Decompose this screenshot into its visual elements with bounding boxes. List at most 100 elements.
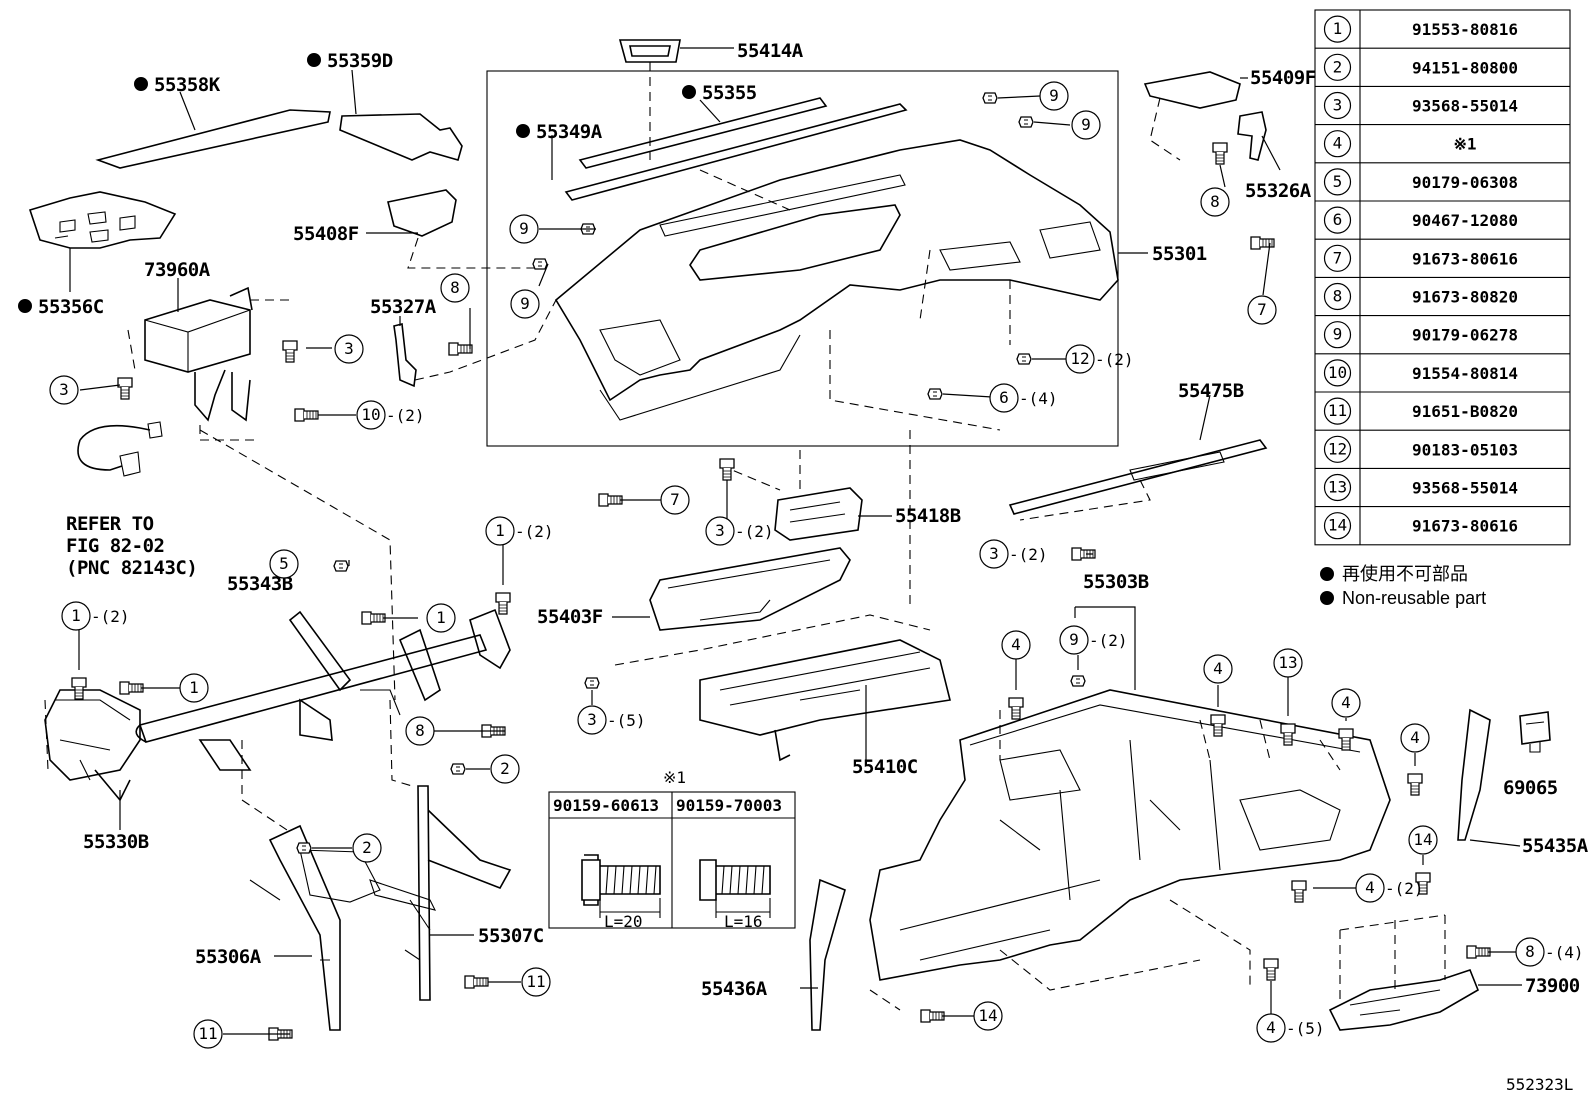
callout-4: 4-(5) <box>1256 1013 1325 1043</box>
callout-4: 4 <box>1400 723 1430 753</box>
callout-9: 9 <box>509 214 539 244</box>
legend-note-jp: 再使用不可部品 <box>1342 564 1468 584</box>
callout-8: 8 <box>440 273 470 303</box>
legend-number-circle <box>1323 244 1352 272</box>
bolt-a-length: L=20 <box>604 912 643 931</box>
callout-number: 3 <box>59 380 69 399</box>
refer-line-3: (PNC 82143C) <box>66 557 197 579</box>
callout-number: 5 <box>279 554 289 573</box>
part-73960A-airbag <box>127 278 290 441</box>
callout-5: 5 <box>269 549 299 579</box>
note-1-box: ※1 90159-60613 90159-70003 L=20 L=16 <box>548 768 796 931</box>
upper-panel-group-frame <box>486 70 1119 447</box>
legend-number-circle <box>1323 282 1352 311</box>
callout-11: 11 <box>521 967 551 997</box>
callout-4: 4 <box>1001 630 1031 660</box>
legend-number: 9 <box>1333 325 1343 344</box>
label-55355: 55355 <box>702 82 757 104</box>
legend-number-circle <box>1323 359 1352 387</box>
label-55359D: 55359D <box>327 50 393 72</box>
callout-number: 7 <box>1257 300 1267 319</box>
callout-number: 3 <box>989 544 999 563</box>
callout-leaders <box>78 95 1516 1035</box>
callout-6: 6-(4) <box>989 383 1058 413</box>
non-reusable-legend: 再使用不可部品 Non-reusable part <box>1320 564 1486 608</box>
figure-id: 552323L <box>1506 1075 1573 1094</box>
legend-number: 12 <box>1328 439 1347 458</box>
legend-number: 1 <box>1333 19 1343 38</box>
label-55303B: 55303B <box>1083 571 1149 593</box>
part-55418B-cluster <box>719 450 892 541</box>
legend-number: 2 <box>1333 57 1343 76</box>
label-73960A: 73960A <box>144 259 211 281</box>
legend-number: 10 <box>1328 363 1347 382</box>
legend-part-number: 93568-55014 <box>1412 97 1518 116</box>
callout-number: 3 <box>587 710 597 729</box>
label-55326A: 55326A <box>1245 180 1312 202</box>
callout-number: 10 <box>361 405 380 424</box>
bolt-a-part: 90159-60613 <box>553 796 659 815</box>
callout-number: 14 <box>978 1006 997 1025</box>
legend-number-circle <box>1323 130 1352 158</box>
part-55326A <box>1237 111 1281 171</box>
callout-number: 9 <box>1081 115 1091 134</box>
part-wire-harness <box>77 421 163 477</box>
legend-number-circle <box>1323 168 1352 196</box>
callout-quantity: -(5) <box>607 711 646 730</box>
callout-number: 11 <box>198 1024 217 1043</box>
callout-8: 8 <box>405 716 435 746</box>
callout-number: 8 <box>450 278 460 297</box>
label-55349A: 55349A <box>536 121 603 143</box>
part-55307C-brace <box>369 785 512 1001</box>
legend-number: 11 <box>1328 401 1347 420</box>
note-1-mark: ※1 <box>663 768 686 787</box>
legend-part-number: 91673-80616 <box>1412 249 1518 268</box>
callout-10: 10-(2) <box>356 400 425 430</box>
callout-number: 3 <box>715 521 725 540</box>
callout-1: 1 <box>426 603 456 633</box>
callout-number: 9 <box>520 294 530 313</box>
label-55418B: 55418B <box>895 505 961 527</box>
refer-line-1: REFER TO <box>66 513 154 535</box>
callout-number: 8 <box>1210 192 1220 211</box>
label-55414A: 55414A <box>737 40 804 62</box>
callout-quantity: -(2) <box>515 522 554 541</box>
callout-quantity: -(2) <box>735 522 774 541</box>
legend-number-circle <box>1323 321 1352 349</box>
label-55343B: 55343B <box>227 573 293 595</box>
callout-number: 4 <box>1213 659 1223 678</box>
callout-3: 3 <box>49 375 79 405</box>
callout-number: 9 <box>519 219 529 238</box>
refer-line-2: FIG 82-02 <box>66 535 164 557</box>
callout-number: 1 <box>495 521 505 540</box>
part-55435A-side-cover <box>1457 708 1521 847</box>
callout-9: 9 <box>1071 110 1101 140</box>
part-55410C <box>614 430 951 762</box>
label-55409F: 55409F <box>1250 67 1316 89</box>
callout-9: 9 <box>510 289 540 319</box>
legend-part-number: 93568-55014 <box>1412 479 1518 498</box>
callout-quantity: -(2) <box>1089 631 1128 650</box>
callout-7: 7 <box>1247 295 1277 325</box>
callout-number: 13 <box>1278 653 1297 672</box>
legend-note-en: Non-reusable part <box>1342 588 1486 608</box>
callout-number: 12 <box>1070 349 1089 368</box>
callout-4: 4-(2) <box>1355 873 1424 903</box>
callout-number: 4 <box>1011 635 1021 654</box>
label-55327A: 55327A <box>370 296 437 318</box>
legend-number: 4 <box>1333 134 1343 153</box>
legend-part-number: 91651-B0820 <box>1412 402 1518 421</box>
callout-number: 4 <box>1341 693 1351 712</box>
callout-number: 4 <box>1266 1018 1276 1037</box>
legend-part-number: 91554-80814 <box>1412 364 1518 383</box>
part-55355-55349A-strips <box>551 97 908 211</box>
label-55307C: 55307C <box>478 925 544 947</box>
legend-number: 13 <box>1328 478 1347 497</box>
legend-number: 3 <box>1333 96 1343 115</box>
legend-number: 5 <box>1333 172 1343 191</box>
callout-circles: 9999883310-(2)12-(2)6-(4)773-(2)3-(2)1-(… <box>49 81 1584 1049</box>
legend-number-circle <box>1323 397 1352 425</box>
part-69065-switch <box>1519 711 1551 753</box>
